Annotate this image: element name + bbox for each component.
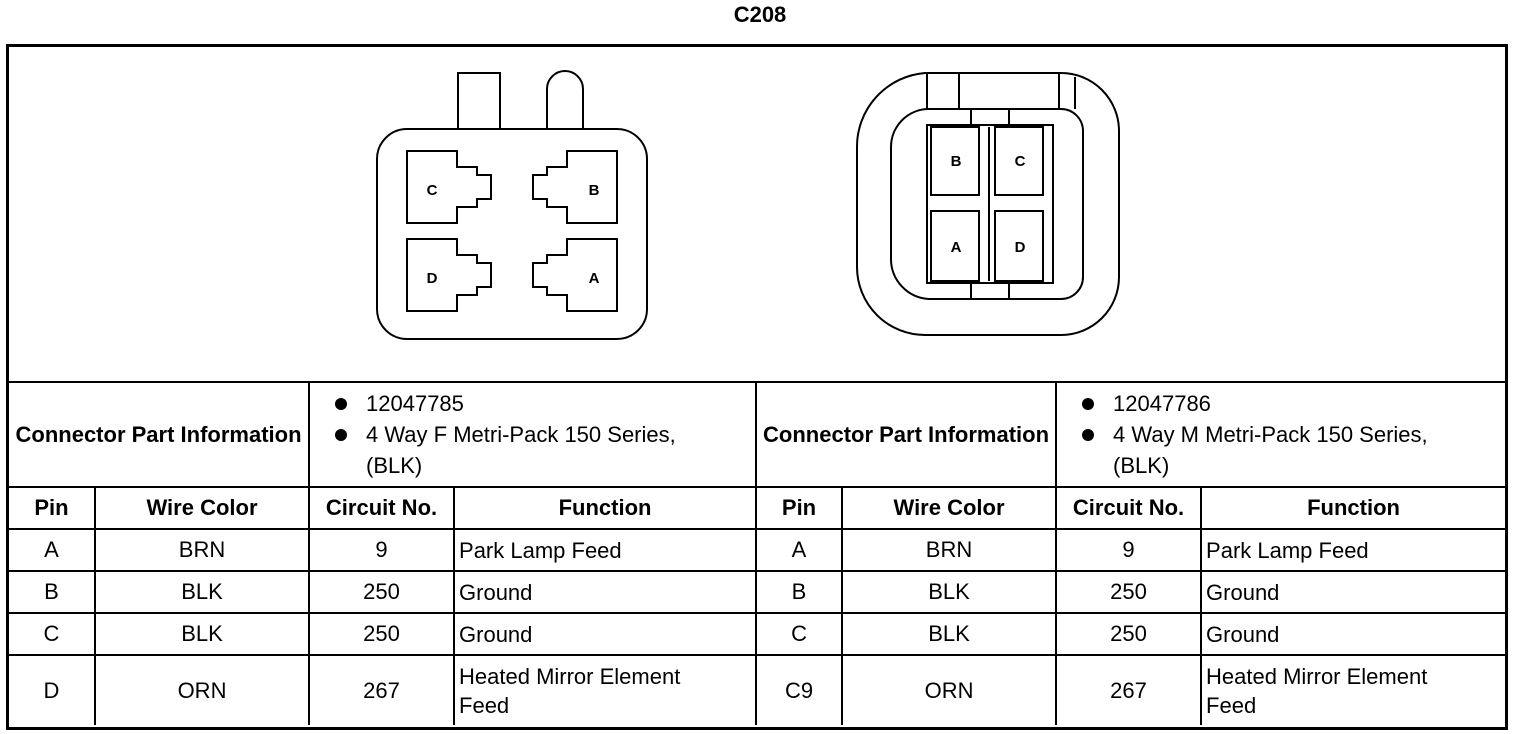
pin-cell: A	[9, 528, 96, 572]
connector-drawings: C B D A B C A D	[376, 70, 1120, 340]
pin-cell: B	[9, 570, 96, 614]
pin-cell: A	[755, 528, 844, 572]
connector-part-details: 12047785 4 Way F Metri-Pack 150 Series, …	[308, 383, 758, 488]
cavity-d-outline	[406, 238, 492, 312]
function-line: Heated Mirror Element	[1206, 663, 1428, 689]
cavity-a-outline	[532, 238, 618, 312]
wire-color-cell: ORN	[841, 654, 1058, 725]
wire-color-cell: BLK	[841, 612, 1058, 656]
circuit-cell: 267	[1055, 654, 1203, 725]
page-title: C208	[733, 2, 787, 27]
pin-label-b: B	[951, 153, 962, 170]
connector-part-heading: Connector Part Information	[755, 383, 1058, 488]
function-line: Heated Mirror Element	[459, 663, 681, 689]
connector-info-row: Connector Part Information 12047785 4 Wa…	[9, 383, 1506, 488]
circuit-cell: 250	[1055, 612, 1203, 656]
function-line: Feed	[459, 692, 510, 718]
wire-color-cell: ORN	[93, 654, 311, 725]
wire-color-cell: BLK	[93, 612, 311, 656]
table-row: B BLK 250 Ground B BLK 250 Ground	[9, 570, 1506, 614]
circuit-cell: 267	[308, 654, 456, 725]
column-header-wire-color: Wire Color	[93, 486, 311, 530]
function-line: Feed	[1206, 692, 1257, 718]
pin-cell: C	[755, 612, 844, 656]
female-connector-drawing	[376, 70, 648, 340]
function-cell: Park Lamp Feed	[1200, 528, 1506, 572]
connector-diagram-area: C B D A B C A D	[9, 47, 1505, 383]
function-cell: Heated Mirror Element Feed	[453, 654, 758, 725]
wire-color-cell: BRN	[93, 528, 311, 572]
pin-label-d: D	[427, 270, 438, 287]
pinout-table: Connector Part Information 12047785 4 Wa…	[9, 383, 1506, 725]
function-cell: Ground	[453, 612, 758, 656]
function-cell: Ground	[453, 570, 758, 614]
pin-label-a: A	[951, 239, 962, 256]
circuit-cell: 250	[308, 612, 456, 656]
wire-color-cell: BRN	[841, 528, 1058, 572]
circuit-cell: 250	[1055, 570, 1203, 614]
column-header-circuit: Circuit No.	[1055, 486, 1203, 530]
wire-color-cell: BLK	[841, 570, 1058, 614]
pin-label-c: C	[427, 182, 438, 199]
pin-label-b: B	[589, 182, 600, 199]
column-header-circuit: Circuit No.	[308, 486, 456, 530]
part-number: 12047786	[1079, 388, 1505, 419]
pin-cell: C	[9, 612, 96, 656]
pin-cell: B	[755, 570, 844, 614]
function-cell: Heated Mirror Element Feed	[1200, 654, 1506, 725]
column-header-function: Function	[1200, 486, 1506, 530]
function-cell: Ground	[1200, 570, 1506, 614]
column-header-wire-color: Wire Color	[841, 486, 1058, 530]
part-number: 12047785	[332, 388, 755, 419]
pin-label-d: D	[1015, 239, 1026, 256]
pin-label-a: A	[589, 270, 600, 287]
part-description: 4 Way F Metri-Pack 150 Series,	[332, 419, 755, 450]
column-header-pin: Pin	[755, 486, 844, 530]
connector-part-heading: Connector Part Information	[9, 383, 311, 488]
cavity-b-outline	[532, 150, 618, 224]
circuit-cell: 250	[308, 570, 456, 614]
pin-cell: C9	[755, 654, 844, 725]
connector-sheet: C B D A B C A D Connector Part Informati…	[6, 44, 1508, 730]
connector-part-details: 12047786 4 Way M Metri-Pack 150 Series, …	[1055, 383, 1506, 488]
part-color: (BLK)	[1113, 453, 1170, 478]
part-color: (BLK)	[366, 453, 423, 478]
table-row: D ORN 267 Heated Mirror Element Feed C9 …	[9, 654, 1506, 725]
table-row: C BLK 250 Ground C BLK 250 Ground	[9, 612, 1506, 656]
column-header-function: Function	[453, 486, 758, 530]
circuit-cell: 9	[308, 528, 456, 572]
column-header-row: Pin Wire Color Circuit No. Function Pin …	[9, 486, 1506, 530]
pin-cell: D	[9, 654, 96, 725]
table-row: A BRN 9 Park Lamp Feed A BRN 9 Park Lamp…	[9, 528, 1506, 572]
wire-color-cell: BLK	[93, 570, 311, 614]
circuit-cell: 9	[1055, 528, 1203, 572]
part-description: 4 Way M Metri-Pack 150 Series,	[1079, 419, 1505, 450]
male-connector-drawing	[855, 72, 1120, 336]
column-header-pin: Pin	[9, 486, 96, 530]
function-cell: Park Lamp Feed	[453, 528, 758, 572]
pin-label-c: C	[1015, 153, 1026, 170]
cavity-c-outline	[406, 150, 492, 224]
function-cell: Ground	[1200, 612, 1506, 656]
